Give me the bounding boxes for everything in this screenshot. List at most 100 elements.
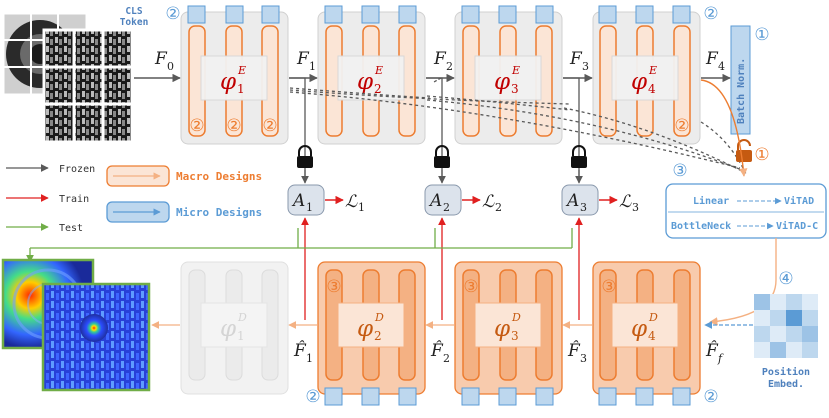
svg-text:3: 3 xyxy=(511,329,519,343)
svg-text:②: ② xyxy=(262,116,277,136)
adapter-a2: A 2 ℒ 2 xyxy=(424,184,502,216)
svg-text:F: F xyxy=(154,49,168,69)
legend: Frozen Train Test Macro Designs Micro De… xyxy=(6,164,262,234)
legend-train: Train xyxy=(59,194,89,205)
svg-text:2: 2 xyxy=(443,201,450,214)
svg-text:φ: φ xyxy=(220,316,237,342)
svg-text:4: 4 xyxy=(648,82,656,96)
legend-macro: Macro Designs xyxy=(176,170,262,183)
svg-text:E: E xyxy=(374,64,383,77)
svg-text:2: 2 xyxy=(374,329,382,343)
svg-text:φ: φ xyxy=(494,69,511,95)
decoder-block-3: φ 3 D ③ xyxy=(454,261,563,406)
svg-text:F: F xyxy=(705,49,719,69)
adapter-a3: A 3 ℒ 3 xyxy=(561,184,639,216)
svg-text:ℒ: ℒ xyxy=(345,192,358,212)
encoder-block-2: φ 2 E xyxy=(317,5,426,145)
svg-text:②: ② xyxy=(189,116,204,136)
decoder-block-4: φ 4 D ③ xyxy=(592,261,701,406)
recon-feature-f3: F̂ 3 xyxy=(567,341,587,365)
svg-text:0: 0 xyxy=(167,60,174,73)
svg-text:ℒ: ℒ xyxy=(619,192,632,212)
svg-text:f: f xyxy=(717,352,724,365)
legend-micro: Micro Designs xyxy=(176,206,262,219)
svg-text:F: F xyxy=(296,49,310,69)
svg-text:φ: φ xyxy=(357,69,374,95)
encoder-block-1: φ 1 E ② ② ② xyxy=(180,5,289,145)
svg-text:E: E xyxy=(511,64,520,77)
feature-f2: F 2 xyxy=(433,49,453,73)
feature-f4: F 4 xyxy=(705,49,725,73)
svg-text:BottleNeck: BottleNeck xyxy=(671,221,731,232)
decoder-block-1: φ 1 D xyxy=(180,261,289,395)
svg-text:4: 4 xyxy=(648,329,656,343)
svg-text:φ: φ xyxy=(494,316,511,342)
svg-text:1: 1 xyxy=(237,329,245,343)
svg-text:4: 4 xyxy=(718,60,725,73)
svg-text:φ: φ xyxy=(631,69,648,95)
marker-one-bn: ① xyxy=(754,25,769,45)
svg-text:③: ③ xyxy=(601,277,616,297)
svg-text:2: 2 xyxy=(495,201,502,214)
svg-text:A: A xyxy=(428,191,442,211)
svg-text:1: 1 xyxy=(306,201,313,214)
encoder-block-4: φ 4 E ② xyxy=(592,5,701,145)
variant-box: Linear ViTAD BottleNeck ViTAD-C xyxy=(665,183,827,239)
feature-f1: F 1 xyxy=(296,49,316,73)
lock-icon xyxy=(571,145,587,168)
encoder-block-3: φ 3 E xyxy=(454,5,563,145)
decoder-block-2: φ 2 D ③ xyxy=(317,261,426,406)
svg-text:D: D xyxy=(511,311,521,324)
legend-test: Test xyxy=(59,223,83,234)
svg-text:3: 3 xyxy=(580,352,587,365)
legend-frozen: Frozen xyxy=(59,164,95,175)
position-embed-line1: Position xyxy=(762,366,810,378)
svg-text:1: 1 xyxy=(306,352,313,365)
svg-text:D: D xyxy=(237,311,247,324)
svg-text:F: F xyxy=(569,49,583,69)
marker-two-cls: ② xyxy=(165,4,180,24)
svg-text:F̂: F̂ xyxy=(705,341,719,361)
recon-feature-f2: F̂ 2 xyxy=(430,341,450,365)
svg-text:F: F xyxy=(433,49,447,69)
svg-text:ViTAD-C: ViTAD-C xyxy=(776,220,818,232)
recon-feature-ff: F̂ f xyxy=(705,341,724,365)
feature-f3: F 3 xyxy=(569,49,589,73)
svg-text:Batch Norm.: Batch Norm. xyxy=(736,58,747,124)
anomaly-heatmaps xyxy=(1,258,151,392)
adapter-a1: A 1 ℒ 1 xyxy=(287,184,365,216)
svg-text:A: A xyxy=(565,191,579,211)
lock-icon xyxy=(434,145,450,168)
svg-text:D: D xyxy=(374,311,384,324)
svg-text:F̂: F̂ xyxy=(293,341,307,361)
svg-text:2: 2 xyxy=(443,352,450,365)
svg-text:3: 3 xyxy=(511,82,519,96)
svg-text:②: ② xyxy=(674,116,689,136)
svg-text:3: 3 xyxy=(632,201,639,214)
svg-text:φ: φ xyxy=(631,316,648,342)
encoder-1-phi: φ xyxy=(220,69,237,95)
svg-text:3: 3 xyxy=(580,201,587,214)
position-embed-line2: Embed. xyxy=(768,379,804,390)
svg-text:φ: φ xyxy=(357,316,374,342)
cls-token-label-line2: Token xyxy=(120,17,149,28)
svg-text:ℒ: ℒ xyxy=(482,192,495,212)
cls-token-label-line1: CLS xyxy=(125,6,142,17)
marker-two-enc4: ② xyxy=(703,4,718,24)
svg-text:1: 1 xyxy=(237,82,245,96)
svg-text:2: 2 xyxy=(446,60,453,73)
svg-text:Linear: Linear xyxy=(693,195,729,207)
svg-text:3: 3 xyxy=(582,60,589,73)
input-images xyxy=(3,13,134,144)
recon-feature-f1: F̂ 1 xyxy=(293,341,313,365)
position-embedding-grid xyxy=(754,294,818,358)
svg-text:1: 1 xyxy=(309,60,316,73)
marker-two-dec: ② xyxy=(305,387,320,407)
lock-icon xyxy=(297,145,313,168)
svg-text:ViTAD: ViTAD xyxy=(784,195,814,207)
marker-one-lock: ① xyxy=(754,145,769,165)
svg-text:②: ② xyxy=(226,116,241,136)
marker-two-dec4: ② xyxy=(703,387,718,407)
test-paths xyxy=(26,228,573,263)
